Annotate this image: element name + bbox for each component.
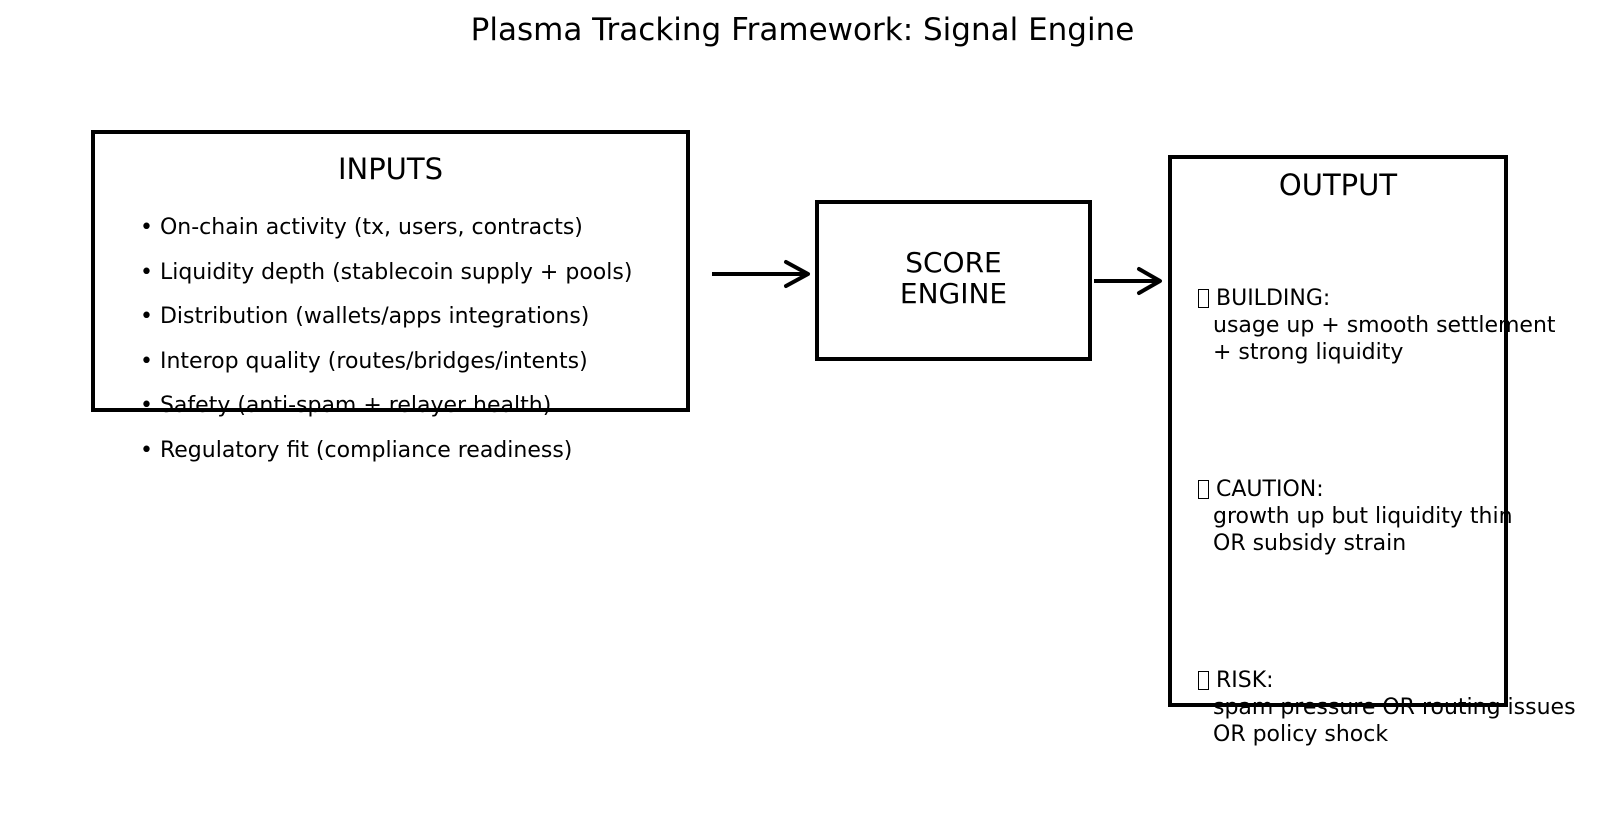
arrow-engine-to-output: [1094, 267, 1162, 295]
input-item: • Interop quality (routes/bridges/intent…: [140, 348, 588, 374]
signal-label: CAUTION:: [1216, 477, 1324, 502]
arrow-inputs-to-engine: [712, 260, 810, 288]
signal-building: BUILDING: usage up + smooth settlement +…: [1198, 285, 1556, 366]
score-engine-line2: ENGINE: [899, 277, 1008, 310]
inputs-title: INPUTS: [337, 152, 444, 186]
input-item: • Distribution (wallets/apps integration…: [140, 304, 590, 329]
input-item: • Liquidity depth (stablecoin supply + p…: [140, 259, 633, 285]
signal-desc: spam pressure OR routing issues: [1213, 695, 1576, 720]
signal-label: RISK:: [1216, 668, 1274, 693]
score-engine-label: SCORE ENGINE: [815, 247, 1092, 309]
output-box: [1168, 155, 1508, 707]
diagram-title: Plasma Tracking Framework: Signal Engine: [470, 12, 1135, 48]
inputs-list: • On-chain activity (tx, users, contract…: [140, 213, 632, 480]
missing-glyph-icon: [1198, 480, 1209, 499]
inputs-box: [91, 130, 690, 412]
signal-desc: growth up but liquidity thin: [1213, 504, 1513, 529]
signal-desc: usage up + smooth settlement: [1213, 313, 1556, 338]
signal-desc: + strong liquidity: [1213, 340, 1404, 365]
score-engine-box: [815, 200, 1092, 361]
signal-label: BUILDING:: [1216, 286, 1331, 311]
missing-glyph-icon: [1198, 671, 1209, 690]
input-item: • Safety (anti-spam + relayer health): [140, 393, 552, 418]
signal-risk: RISK: spam pressure OR routing issues OR…: [1198, 667, 1576, 748]
input-item: • On-chain activity (tx, users, contract…: [140, 215, 583, 240]
signal-desc: OR policy shock: [1213, 722, 1389, 747]
output-title: OUTPUT: [1278, 168, 1398, 202]
signal-caution: CAUTION: growth up but liquidity thin OR…: [1198, 476, 1513, 557]
signal-desc: OR subsidy strain: [1213, 531, 1407, 556]
input-item: • Regulatory fit (compliance readiness): [140, 437, 573, 463]
missing-glyph-icon: [1198, 289, 1209, 308]
score-engine-line1: SCORE: [905, 246, 1002, 279]
